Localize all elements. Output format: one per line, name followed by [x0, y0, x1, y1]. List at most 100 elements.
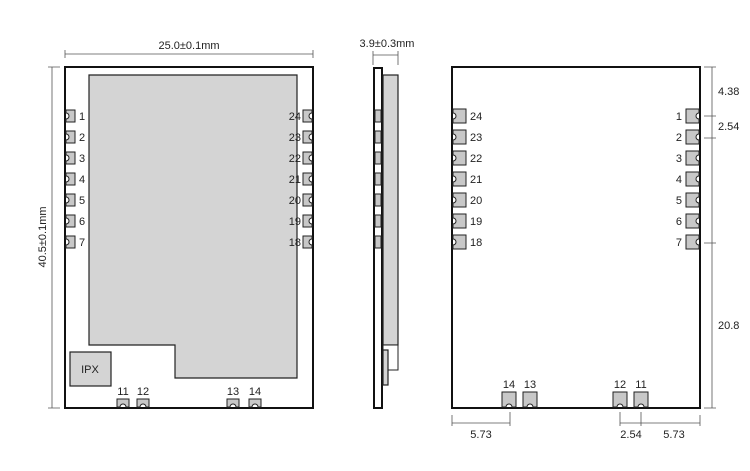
ipx-label: IPX: [81, 364, 99, 376]
pin-pad: [65, 214, 76, 228]
pin-label: 12: [137, 386, 149, 398]
pin-label: 22: [289, 153, 301, 165]
footprint-outline: [451, 66, 701, 409]
pin-pad: [65, 235, 76, 249]
pad: [452, 108, 467, 124]
ipx-connector: [69, 351, 112, 387]
pad-label: 4: [676, 174, 682, 186]
side-shield: [382, 74, 399, 346]
pad-label: 20: [470, 195, 482, 207]
pad-label: 13: [524, 379, 536, 391]
pin-label: 19: [289, 216, 301, 228]
pad: [685, 213, 700, 229]
pad: [633, 391, 649, 408]
pin-label: 6: [79, 216, 85, 228]
side-connector-part: [382, 349, 389, 386]
pin-pad: [65, 130, 76, 144]
pad-label: 5: [676, 195, 682, 207]
pin-pad: [65, 151, 76, 165]
pin-label: 14: [249, 386, 261, 398]
pin-pad: [302, 214, 313, 228]
side-pad: [374, 109, 382, 123]
pin-pad: [248, 398, 262, 408]
pin-label: 4: [79, 174, 85, 186]
pin-pad: [302, 130, 313, 144]
pad-label: 22: [470, 153, 482, 165]
pin-label: 21: [289, 174, 301, 186]
pad-label: 3: [676, 153, 682, 165]
pad-label: 14: [503, 379, 515, 391]
pad: [452, 213, 467, 229]
pin-pad: [302, 151, 313, 165]
pin-label: 11: [117, 386, 128, 398]
pad: [612, 391, 628, 408]
dim-bottom-right: 5.73: [663, 429, 684, 441]
dim-top-offset: 4.38: [718, 86, 739, 98]
pad: [522, 391, 538, 408]
pad-label: 21: [470, 174, 482, 186]
pad: [452, 192, 467, 208]
height-dimension-line: [48, 66, 60, 409]
pad: [685, 192, 700, 208]
pin-label: 23: [289, 132, 301, 144]
pad: [501, 391, 517, 408]
pad-label: 19: [470, 216, 482, 228]
thickness-dimension: 3.9±0.3mm: [360, 38, 415, 50]
pad-label: 12: [614, 379, 626, 391]
pin-pad: [65, 193, 76, 207]
side-view: 3.9±0.3mm: [360, 38, 415, 409]
pad: [452, 234, 467, 250]
pad: [685, 171, 700, 187]
pin-label: 20: [289, 195, 301, 207]
pad-label: 11: [635, 379, 646, 391]
pin-label: 2: [79, 132, 85, 144]
pin-pad: [65, 172, 76, 186]
pin-pad: [302, 235, 313, 249]
pad-label: 6: [676, 216, 682, 228]
dim-bottom-pitch: 2.54: [620, 429, 641, 441]
width-dimension: 25.0±0.1mm: [158, 40, 219, 52]
pad-label: 2: [676, 132, 682, 144]
pin-pad: [65, 109, 76, 123]
pad-label: 23: [470, 132, 482, 144]
pin-pad: [302, 172, 313, 186]
pad: [452, 150, 467, 166]
dim-pitch: 2.54: [718, 121, 739, 133]
side-pad: [374, 172, 382, 186]
pin-label: 24: [289, 111, 301, 123]
pin-pad: [302, 193, 313, 207]
pad-label: 18: [470, 237, 482, 249]
dim-bottom-left: 5.73: [470, 429, 491, 441]
pad-label: 24: [470, 111, 482, 123]
top-view: 25.0±0.1mm 40.5±0.1mm IPX 1 24 2 23 3 22 4 21 5 2…: [37, 40, 314, 409]
height-dimension: 40.5±0.1mm: [37, 206, 49, 267]
pad-label: 1: [676, 111, 682, 123]
pin-label: 3: [79, 153, 85, 165]
side-pad: [374, 214, 382, 228]
pad: [685, 234, 700, 250]
pad: [452, 129, 467, 145]
pin-pad: [116, 398, 130, 408]
pad: [452, 171, 467, 187]
right-dimension-line: [704, 66, 716, 409]
width-dimension-line: [64, 50, 314, 58]
pad: [685, 129, 700, 145]
bottom-dimension-line: [451, 412, 701, 426]
thickness-dimension-line: [372, 51, 399, 65]
pin-pad: [226, 398, 240, 408]
pin-label: 7: [79, 237, 85, 249]
pin-label: 5: [79, 195, 85, 207]
pad-label: 7: [676, 237, 682, 249]
side-pad: [374, 235, 382, 249]
pin-label: 1: [79, 111, 85, 123]
pin-pad: [302, 109, 313, 123]
side-pad: [374, 151, 382, 165]
pin-pad: [136, 398, 150, 408]
pad: [685, 150, 700, 166]
side-pad: [374, 193, 382, 207]
pin-label: 13: [227, 386, 239, 398]
side-pad: [374, 130, 382, 144]
shield-can: [88, 74, 298, 379]
